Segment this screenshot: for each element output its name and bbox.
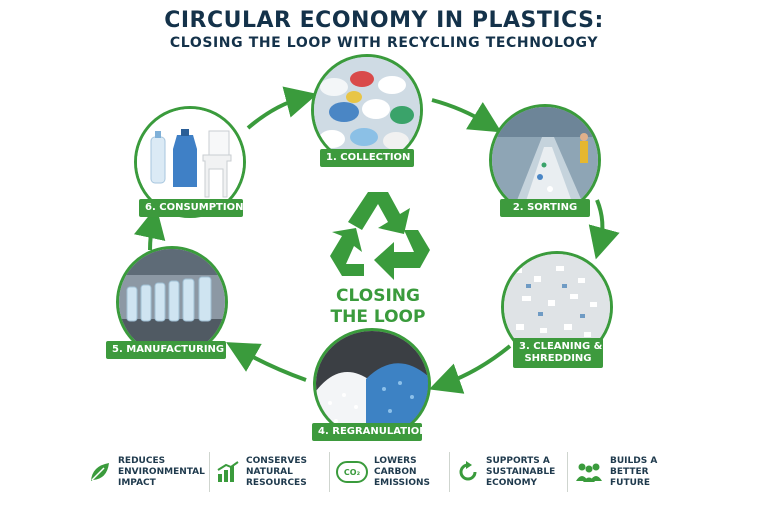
benefit-1-line2: ENVIRONMENTAL xyxy=(118,466,205,477)
leaf-icon xyxy=(91,463,109,481)
arrow-collection-to-sorting xyxy=(431,98,502,133)
benefit-1-line3: IMPACT xyxy=(118,477,156,488)
arrow-cleaning-to-regranulation xyxy=(428,344,512,394)
stage-sorting-image xyxy=(489,104,601,216)
benefit-lowers-emissions: CO₂ LOWERS CARBON EMISSIONS xyxy=(330,452,450,492)
benefit-3-line1: LOWERS xyxy=(374,455,417,466)
stage-collection-label: 1. COLLECTION xyxy=(320,149,414,167)
benefits-bar: REDUCES ENVIRONMENTAL IMPACT CONSERVES N… xyxy=(82,452,702,492)
center-caption-line2: THE LOOP xyxy=(330,307,426,327)
benefit-4-line1: SUPPORTS A xyxy=(486,455,550,466)
benefit-4-line2: SUSTAINABLE xyxy=(486,466,556,477)
stage-cleaning-shredding-label: 3. CLEANING & SHREDDING xyxy=(513,338,603,368)
co2-cloud-icon-text: CO₂ xyxy=(343,467,361,477)
bar-chart-icon xyxy=(217,461,239,482)
benefit-4-line3: ECONOMY xyxy=(486,477,538,488)
stage-consumption-label: 6. CONSUMPTION xyxy=(139,199,243,217)
stage-cleaning-shredding-label-line1: 3. CLEANING & xyxy=(519,341,603,352)
center-caption: CLOSING THE LOOP xyxy=(318,286,438,328)
page-subtitle: CLOSING THE LOOP WITH RECYCLING TECHNOLO… xyxy=(169,35,599,51)
benefit-1-line1: REDUCES xyxy=(118,455,166,466)
stage-sorting-label: 2. SORTING xyxy=(500,199,590,217)
stage-collection-image xyxy=(311,54,423,166)
benefit-5-line2: FUTURE xyxy=(610,477,650,488)
benefit-2-line2: NATURAL xyxy=(246,466,293,477)
benefit-2-line3: RESOURCES xyxy=(246,477,307,488)
center-caption-line1: CLOSING xyxy=(336,286,420,306)
arrow-manufacturing-to-consumption xyxy=(134,206,166,251)
circular-arrows-icon xyxy=(459,461,477,481)
recycle-icon xyxy=(330,192,430,280)
arrow-sorting-to-cleaning xyxy=(588,199,620,260)
stage-regranulation-label: 4. REGRANULATION xyxy=(312,423,428,441)
arrow-regranulation-to-manufacturing xyxy=(226,342,307,382)
benefit-3-line3: EMISSIONS xyxy=(374,477,431,488)
benefit-supports-economy: SUPPORTS A SUSTAINABLE ECONOMY xyxy=(450,452,568,492)
stage-cleaning-shredding-label-line2: SHREDDING xyxy=(524,353,592,364)
benefit-better-future: BUILDS A BETTER FUTURE xyxy=(568,452,702,492)
page-title: CIRCULAR ECONOMY IN PLASTICS: xyxy=(164,8,604,33)
co2-cloud-icon: CO₂ xyxy=(336,461,368,483)
stage-manufacturing-label: 5. MANUFACTURING xyxy=(106,341,226,359)
benefit-2-line1: CONSERVES xyxy=(246,455,307,466)
benefit-reduces-impact: REDUCES ENVIRONMENTAL IMPACT xyxy=(82,452,210,492)
arrow-consumption-to-collection xyxy=(246,86,318,130)
benefit-3-line2: CARBON xyxy=(374,466,417,477)
benefit-conserves-resources: CONSERVES NATURAL RESOURCES xyxy=(210,452,330,492)
people-icon xyxy=(576,463,602,482)
benefit-5-line1: BUILDS A BETTER xyxy=(610,455,658,477)
stage-regranulation-image xyxy=(313,328,431,440)
